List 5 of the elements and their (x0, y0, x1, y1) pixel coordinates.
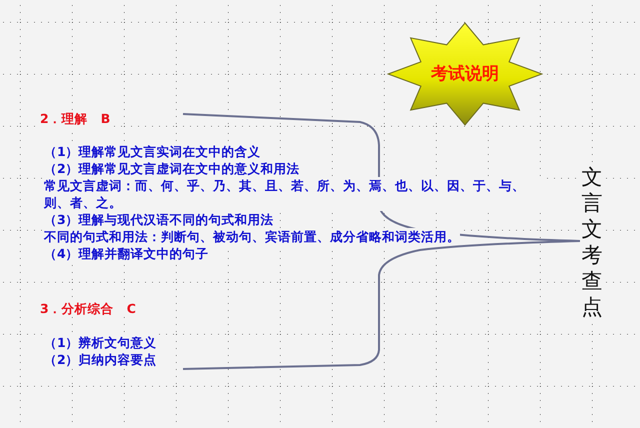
star-title: 考试说明 (430, 63, 500, 85)
vertical-title: 文言文考查点 (580, 164, 604, 320)
section-heading: 3．分析综合 C (40, 300, 136, 317)
star-shape (387, 22, 543, 126)
section-heading: 2．理解 B (40, 110, 110, 127)
